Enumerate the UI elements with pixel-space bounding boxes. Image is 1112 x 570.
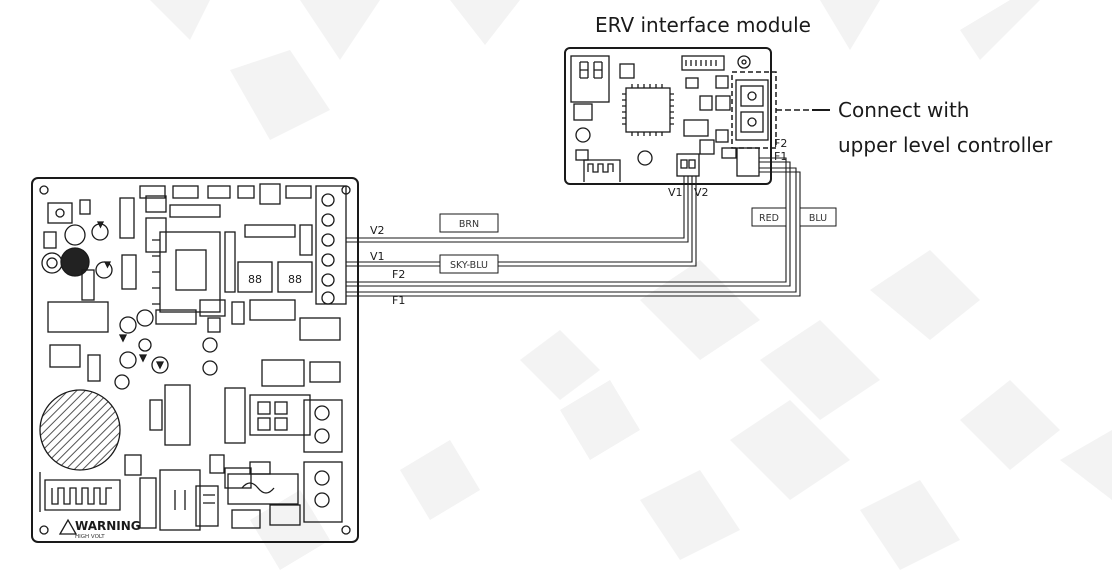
wire-tag-red: RED bbox=[759, 213, 779, 224]
wire-label-v2: V2 bbox=[370, 224, 385, 237]
main-pcb bbox=[31, 177, 359, 543]
module-title: ERV interface module bbox=[595, 13, 811, 37]
warning-sublabel: HIGH VOLT bbox=[75, 534, 105, 540]
erv-module-board bbox=[564, 47, 772, 185]
wire-tags bbox=[439, 207, 837, 274]
pcb-markings: 88 88 WARNING HIGH VOLT bbox=[75, 273, 302, 540]
display-right: 88 bbox=[288, 273, 302, 286]
wire-label-f1: F1 bbox=[392, 294, 405, 307]
module-pin-v2: V2 bbox=[694, 186, 709, 199]
watermark-pattern bbox=[150, 0, 1112, 570]
module-pin-v1: V1 bbox=[668, 186, 683, 199]
annotation-line-1: Connect with bbox=[838, 98, 969, 122]
upper-controller-terminal-highlight bbox=[731, 71, 777, 149]
module-pin-f2: F2 bbox=[774, 137, 787, 150]
module-pin-f1: F1 bbox=[774, 150, 787, 163]
display-left: 88 bbox=[248, 273, 262, 286]
wire-tag-brn: BRN bbox=[459, 219, 479, 230]
wire-label-f2: F2 bbox=[392, 268, 405, 281]
annotation-line-2: upper level controller bbox=[838, 133, 1053, 157]
warning-label: WARNING bbox=[75, 519, 141, 533]
wire-tag-blu: BLU bbox=[809, 213, 827, 224]
wiring-harness bbox=[346, 157, 801, 297]
wire-label-v1: V1 bbox=[370, 250, 385, 263]
warning-triangle-icon bbox=[58, 518, 78, 535]
wire-tag-sky-blu: SKY-BLU bbox=[450, 260, 488, 271]
